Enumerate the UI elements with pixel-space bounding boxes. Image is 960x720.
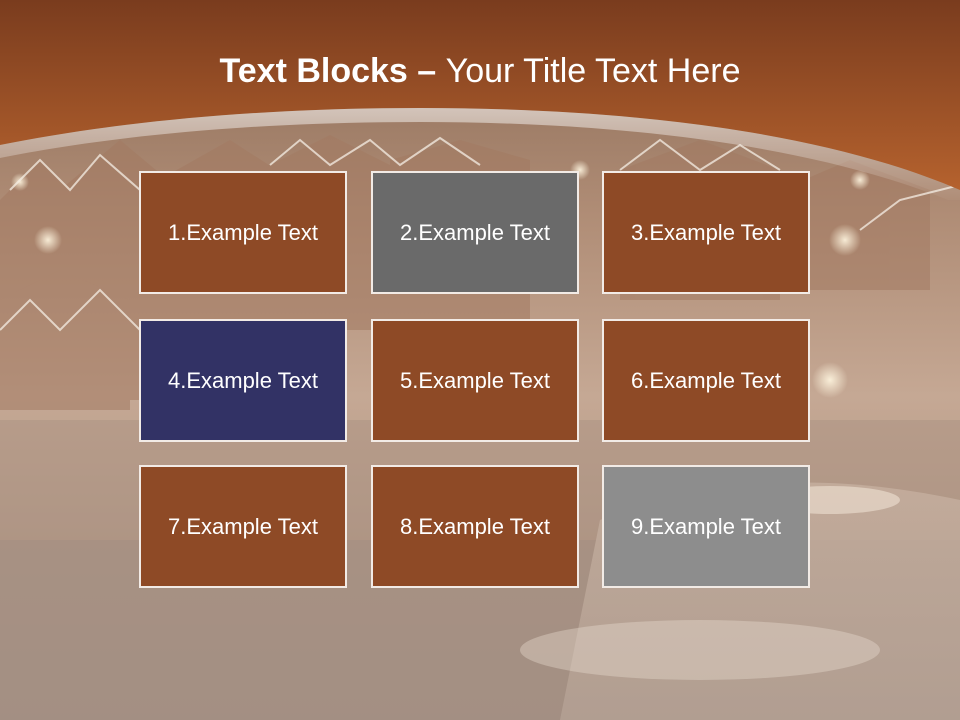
header-band <box>0 0 960 200</box>
slide-title: Text Blocks – Your Title Text Here <box>0 52 960 91</box>
text-block-2[interactable]: 2.Example Text <box>371 171 579 294</box>
text-block-6[interactable]: 6.Example Text <box>602 319 810 442</box>
text-block-8[interactable]: 8.Example Text <box>371 465 579 588</box>
text-block-4[interactable]: 4.Example Text <box>139 319 347 442</box>
text-block-5[interactable]: 5.Example Text <box>371 319 579 442</box>
title-separator: – <box>407 52 446 90</box>
text-block-1[interactable]: 1.Example Text <box>139 171 347 294</box>
title-rest: Your Title Text Here <box>445 52 741 90</box>
text-block-9[interactable]: 9.Example Text <box>602 465 810 588</box>
text-block-7[interactable]: 7.Example Text <box>139 465 347 588</box>
text-block-3[interactable]: 3.Example Text <box>602 171 810 294</box>
title-bold: Text Blocks <box>219 52 408 90</box>
